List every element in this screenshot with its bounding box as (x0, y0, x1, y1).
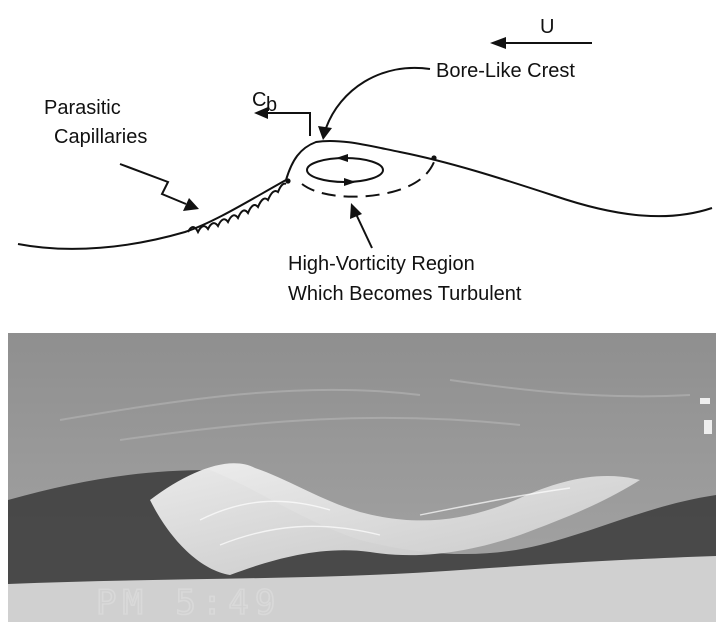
flow-arrow (490, 37, 592, 49)
vortex-arrow-top (336, 154, 348, 162)
photo-timestamp: PM 5:49 (96, 583, 281, 622)
vorticity-leader (356, 214, 372, 248)
celerity-label-sub: b (266, 94, 277, 116)
scale-marker (704, 420, 712, 434)
crest-leader (326, 68, 430, 128)
celerity-arrow (266, 113, 310, 136)
celerity-label-main: C (252, 89, 266, 111)
vorticity-label-line1: High-Vorticity Region (288, 253, 475, 275)
crest-toe-dot (285, 178, 290, 183)
vortex-arrow-bottom (344, 178, 356, 186)
crest-label: Bore-Like Crest (436, 60, 575, 82)
capillaries-label-line2: Capillaries (54, 126, 147, 148)
vorticity-label-line2: Which Becomes Turbulent (288, 283, 522, 305)
scale-marker (700, 398, 710, 404)
capillaries-label-line1: Parasitic (44, 97, 121, 119)
flow-label: U (540, 16, 554, 38)
reattach-dot (431, 155, 436, 160)
photograph: PM 5:49 (8, 333, 716, 622)
capillaries-leader (120, 164, 186, 204)
